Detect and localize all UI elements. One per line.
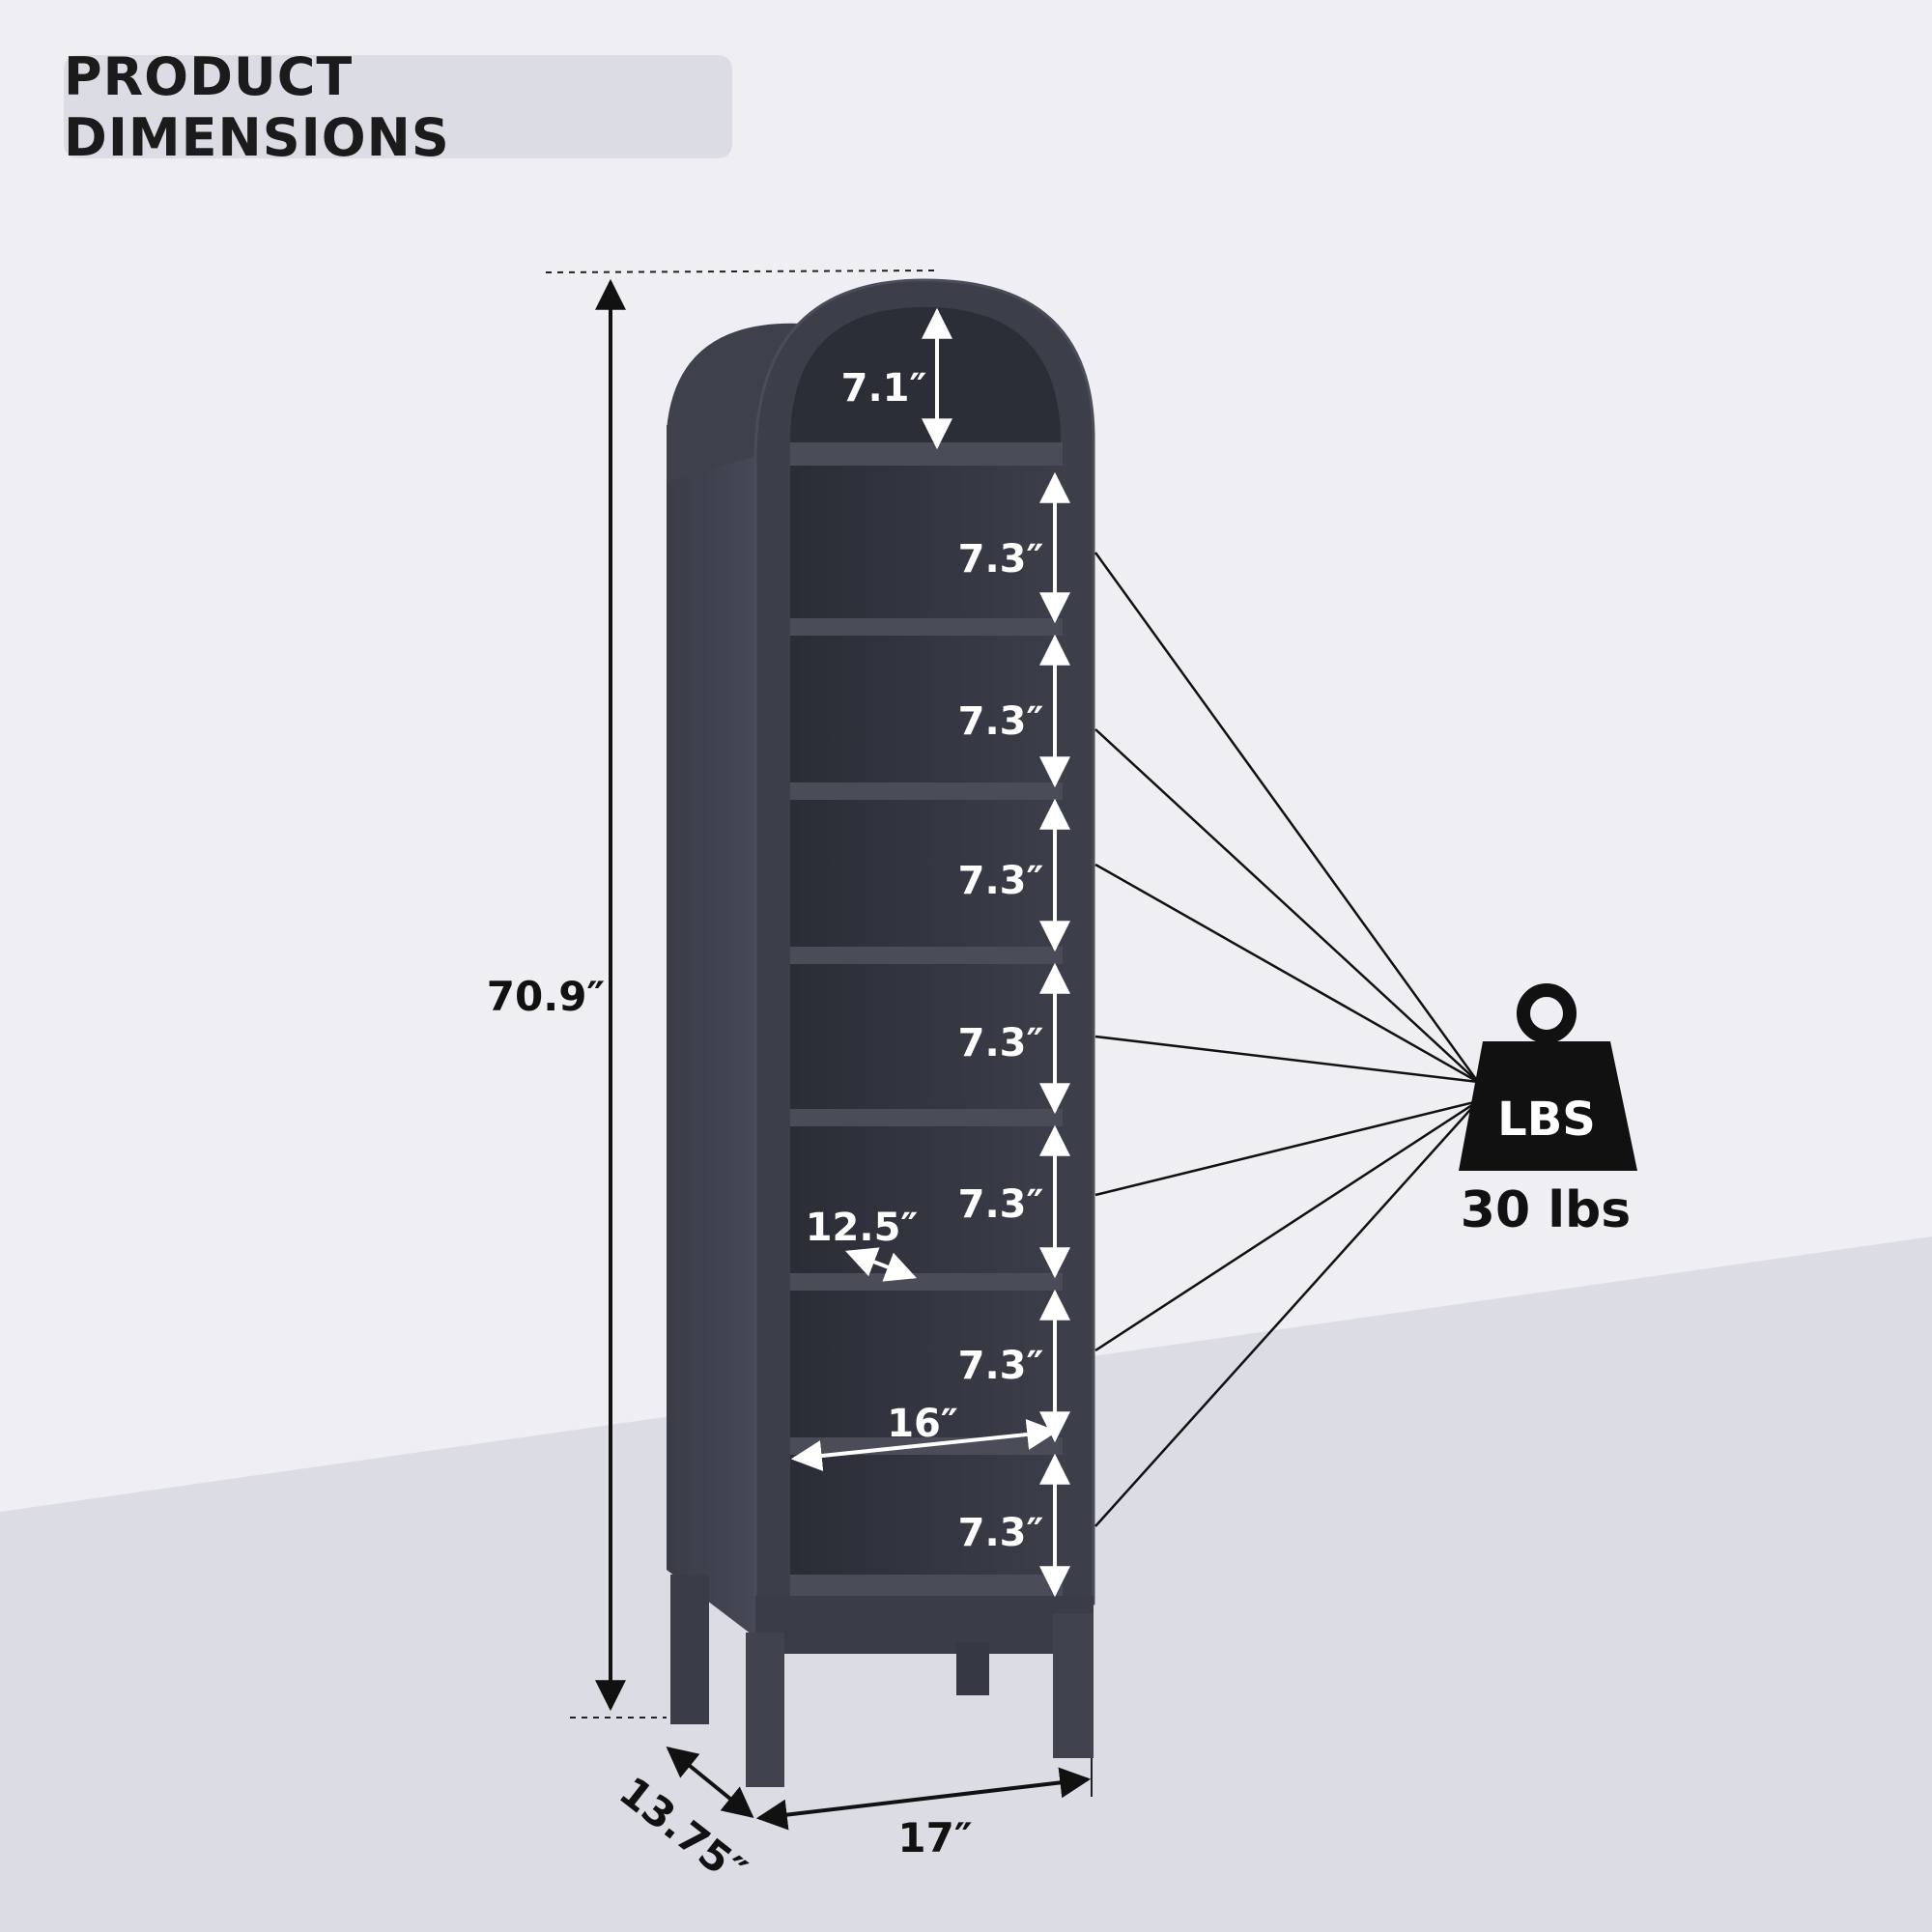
- shelf: [790, 947, 1063, 964]
- shelf-height-label: 7.3″: [958, 1021, 1044, 1065]
- inner-compartment: [790, 456, 1063, 1596]
- arch-height-label: 7.1″: [841, 366, 927, 411]
- page-title: PRODUCT DIMENSIONS: [64, 45, 450, 168]
- shelf: [790, 1273, 1063, 1291]
- shelf: [790, 782, 1063, 800]
- weight-capacity-value: 30 lbs: [1461, 1181, 1631, 1239]
- shelf: [790, 1575, 1063, 1596]
- interior-dimensions: [790, 307, 1070, 1598]
- shelf: [790, 618, 1063, 636]
- leg: [670, 1575, 709, 1724]
- shelf-depth-label: 12.5″: [806, 1206, 919, 1250]
- shelf-width-arrow: [790, 1419, 1059, 1471]
- cabinet-side-panel: [667, 425, 755, 1637]
- shelf-height-label: 7.3″: [958, 537, 1044, 582]
- overall-height-label: 70.9″: [487, 973, 605, 1020]
- base-apron: [755, 1596, 1094, 1654]
- weight-leader-lines: [1094, 552, 1480, 1527]
- leg: [1053, 1613, 1094, 1758]
- shelf-height-label: 7.3″: [958, 1344, 1044, 1388]
- shelf: [790, 442, 1063, 466]
- overall-height-dimension: [545, 270, 936, 1719]
- overall-width-dimension: [755, 1758, 1093, 1831]
- shelf-width-label: 16″: [887, 1402, 958, 1446]
- title-badge: PRODUCT DIMENSIONS: [64, 46, 732, 168]
- shelf: [790, 1109, 1063, 1126]
- leg: [746, 1633, 784, 1787]
- leg: [956, 1642, 989, 1695]
- weight-icon-label: LBS: [1497, 1093, 1596, 1147]
- shelf-height-label: 7.3″: [958, 1182, 1044, 1227]
- overall-width-label: 17″: [897, 1814, 972, 1861]
- shelf-depth-arrow: [845, 1247, 917, 1282]
- overall-depth-dimension: [666, 1746, 754, 1819]
- shelf-height-label: 7.3″: [958, 859, 1044, 903]
- weight-icon: [1459, 983, 1637, 1171]
- shelf-height-label: 7.3″: [958, 699, 1044, 744]
- shelf-height-label: 7.3″: [958, 1511, 1044, 1555]
